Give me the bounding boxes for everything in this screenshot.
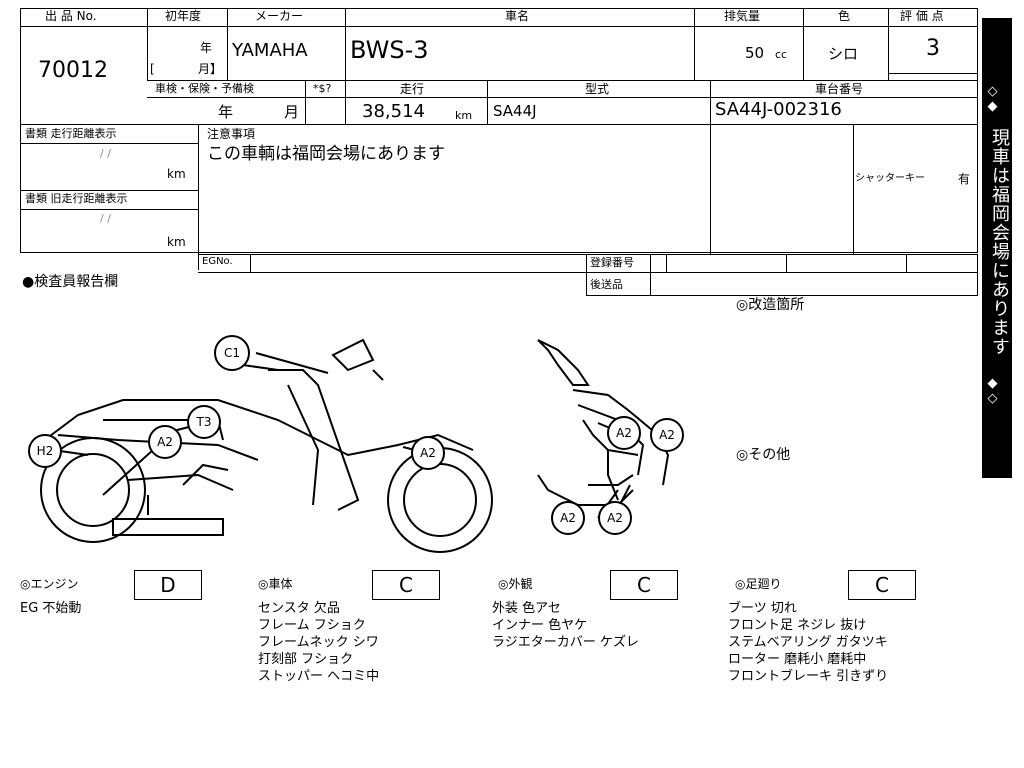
exterior-notes: 外装 色アセ インナー 色ヤケ ラジエターカバー ケズレ xyxy=(492,600,639,651)
mark-c1: C1 xyxy=(224,346,240,360)
engine-grade: D xyxy=(134,570,202,600)
doc-old-km: km xyxy=(167,235,186,249)
body-notes: センスタ 欠品 フレーム フショク フレームネック シワ 打刻部 フショク スト… xyxy=(258,600,379,685)
tax-label: *$? xyxy=(313,82,332,95)
first-reg-label: 初年度 xyxy=(165,9,202,23)
shutter-key-label: シャッターキー xyxy=(855,173,925,184)
shutter-key-value: 有 xyxy=(958,172,971,186)
scooter-diagram: C1 T3 H2 A2 A2 A2 A2 A2 A2 xyxy=(28,335,684,553)
mark-a2-upper-left: A2 xyxy=(616,426,632,440)
doc-mileage-label: 書類 走行距離表示 xyxy=(25,127,117,140)
doc-old-mileage-label: 書類 旧走行距離表示 xyxy=(25,192,128,205)
banner-top-diamonds: ◇◆ xyxy=(985,84,1000,114)
suspension-note: フロント足 ネジレ 抜け xyxy=(728,618,867,633)
mark-a2-lower-right: A2 xyxy=(607,511,623,525)
inspection-month: 月 xyxy=(284,103,300,121)
displacement-unit: cc xyxy=(775,48,788,61)
after-send-label: 後送品 xyxy=(590,278,623,291)
mark-h2: H2 xyxy=(37,444,54,458)
engine-note: EG 不始動 xyxy=(20,601,82,616)
score-box xyxy=(888,26,978,74)
exterior-grade: C xyxy=(610,570,678,600)
inspection-label: 車検・保険・予備検 xyxy=(155,82,254,95)
mileage-label: 走行 xyxy=(400,82,425,96)
notes-text: この車輌は福岡会場にあります xyxy=(207,144,445,164)
color-label: 色 xyxy=(838,9,851,23)
doc-km: km xyxy=(167,167,186,181)
mileage-unit: km xyxy=(455,109,473,122)
suspension-notes: ブーツ 切れ フロント足 ネジレ 抜け ステムベアリング ガタツキ ローター 磨… xyxy=(728,600,888,685)
doc-old-date-slashes: / / xyxy=(100,212,111,225)
engine-notes: EG 不始動 xyxy=(20,600,81,617)
doc-date-slashes: / / xyxy=(100,147,111,160)
suspension-label: ◎足廻り xyxy=(735,577,782,591)
exterior-label: ◎外観 xyxy=(498,577,533,591)
type-label: 型式 xyxy=(585,82,610,96)
banner-text: 現車は福岡会場にあります xyxy=(989,128,1010,356)
body-label: ◎車体 xyxy=(258,577,293,591)
lot-no-label: 出 品 No. xyxy=(45,9,97,23)
body-note: ストッパー ヘコミ中 xyxy=(258,669,380,684)
banner-bottom-diamonds: ◆◇ xyxy=(985,376,1000,406)
inspector-report-label: ●検査員報告欄 xyxy=(22,274,119,290)
body-note: フレーム フショク xyxy=(258,618,366,633)
frame-number-value: SA44J-002316 xyxy=(715,99,842,120)
mark-a2-upper-right: A2 xyxy=(659,428,675,442)
body-note: フレームネック シワ xyxy=(258,635,379,650)
suspension-grade: C xyxy=(848,570,916,600)
first-reg-year: 年 xyxy=(200,41,213,55)
suspension-note: フロントブレーキ 引きずり xyxy=(728,669,889,684)
first-reg-month: 月】 xyxy=(198,62,223,76)
other-label: ◎その他 xyxy=(736,447,791,463)
mark-a2-lower-left: A2 xyxy=(560,511,576,525)
type-value: SA44J xyxy=(493,102,537,120)
first-reg-bracket: [ xyxy=(150,62,155,76)
modified-parts-label: ◎改造箇所 xyxy=(736,297,805,313)
displacement-label: 排気量 xyxy=(724,9,761,23)
suspension-note: ブーツ 切れ xyxy=(728,601,797,616)
mark-a2-front: A2 xyxy=(420,446,436,460)
exterior-note: 外装 色アセ xyxy=(492,601,561,616)
mark-t3: T3 xyxy=(196,415,212,429)
mark-a2-rear: A2 xyxy=(157,435,173,449)
maker-value: YAMAHA xyxy=(232,40,308,61)
header-table xyxy=(20,8,978,253)
maker-label: メーカー xyxy=(255,9,304,23)
mileage-value: 38,514 xyxy=(362,101,425,122)
exterior-note: インナー 色ヤケ xyxy=(492,618,588,633)
reg-no-label: 登録番号 xyxy=(590,256,634,269)
lot-number: 70012 xyxy=(38,58,108,83)
model-name-value: BWS-3 xyxy=(350,36,429,64)
location-banner: ◇◆ 現車は福岡会場にあります ◆◇ xyxy=(982,18,1012,478)
inspection-year: 年 xyxy=(218,103,234,121)
model-name-label: 車名 xyxy=(505,9,530,23)
frame-label: 車台番号 xyxy=(815,82,864,96)
color-value: シロ xyxy=(828,45,859,63)
body-note: センスタ 欠品 xyxy=(258,601,340,616)
score-label: 評 価 点 xyxy=(900,9,944,23)
exterior-note: ラジエターカバー ケズレ xyxy=(492,635,639,650)
body-note: 打刻部 フショク xyxy=(258,652,354,667)
body-grade: C xyxy=(372,570,440,600)
score-value: 3 xyxy=(926,36,940,61)
engine-label: ◎エンジン xyxy=(20,577,79,591)
suspension-note: ステムベアリング ガタツキ xyxy=(728,635,888,650)
displacement-value: 50 xyxy=(745,44,765,62)
suspension-note: ローター 磨耗小 磨耗中 xyxy=(728,652,867,667)
notes-label: 注意事項 xyxy=(207,127,256,141)
egno-label: EGNo. xyxy=(202,256,233,267)
